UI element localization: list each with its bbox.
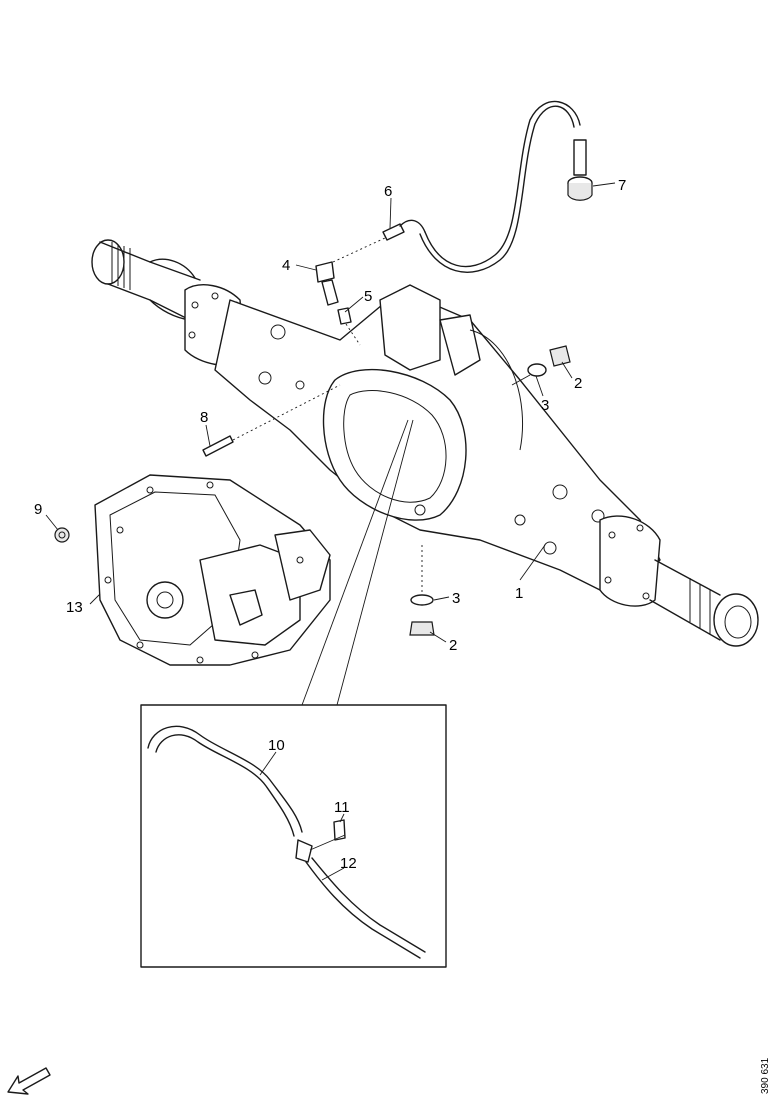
callout-4: 4 [282, 257, 290, 274]
callout-9: 9 [34, 501, 42, 518]
plug-lower [409, 545, 435, 636]
detail-view [140, 419, 447, 968]
callout-leaders [45, 182, 616, 881]
callout-1: 1 [515, 585, 523, 602]
figure-reference: 390 631 [760, 1057, 771, 1094]
stud-part-8 [202, 384, 341, 457]
direction-arrow-icon [7, 1067, 51, 1095]
differential-carrier [94, 474, 331, 666]
callout-3-lower: 3 [452, 590, 460, 607]
callout-10: 10 [268, 737, 285, 754]
callout-7: 7 [618, 177, 626, 194]
breather-cap-part-7 [567, 176, 593, 201]
breather-hose [382, 100, 587, 273]
plug-upper [511, 345, 571, 386]
callout-3-upper: 3 [541, 397, 549, 414]
callout-13: 13 [66, 599, 83, 616]
callout-5: 5 [364, 288, 372, 305]
callout-8: 8 [200, 409, 208, 426]
breather-fitting [315, 237, 386, 346]
axle-housing [91, 239, 759, 647]
callout-6: 6 [384, 183, 392, 200]
callout-12: 12 [340, 855, 357, 872]
callout-2-lower: 2 [449, 637, 457, 654]
callout-labels: 1 2 3 2 3 4 5 6 7 8 9 10 11 12 13 [34, 177, 626, 872]
callout-2-upper: 2 [574, 375, 582, 392]
callout-11: 11 [334, 799, 350, 816]
nut-part-9 [54, 527, 70, 543]
